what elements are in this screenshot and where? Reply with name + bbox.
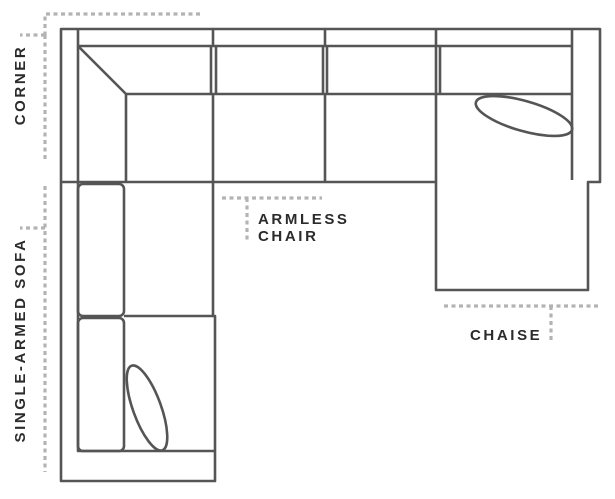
single-armed-sofa-label: SINGLE-ARMED SOFA bbox=[12, 237, 29, 442]
sofa-back-cushion-lower bbox=[76, 316, 126, 453]
chaise-pillow bbox=[474, 94, 574, 138]
sofa-callout bbox=[20, 186, 47, 472]
chaise-callout bbox=[444, 304, 600, 340]
back-cushion-armless-chair-2 bbox=[321, 46, 329, 94]
sectional-outline bbox=[59, 27, 602, 483]
corner-callout bbox=[20, 12, 200, 160]
corner-back-cushion bbox=[77, 45, 211, 182]
armless-chair-label-line1: ARMLESS bbox=[258, 211, 350, 228]
armless-chair-callout bbox=[222, 196, 322, 240]
callout-lines bbox=[20, 12, 600, 472]
chaise-label: CHAISE bbox=[470, 327, 542, 344]
back-cushion-armless-chair-1 bbox=[209, 46, 436, 96]
sofa-pillow bbox=[125, 364, 169, 452]
corner-label: CORNER bbox=[12, 45, 29, 126]
sectional-body bbox=[59, 27, 602, 483]
armless-chair-label-line2: CHAIR bbox=[258, 228, 319, 245]
sofa-back-cushion-upper bbox=[76, 182, 126, 318]
